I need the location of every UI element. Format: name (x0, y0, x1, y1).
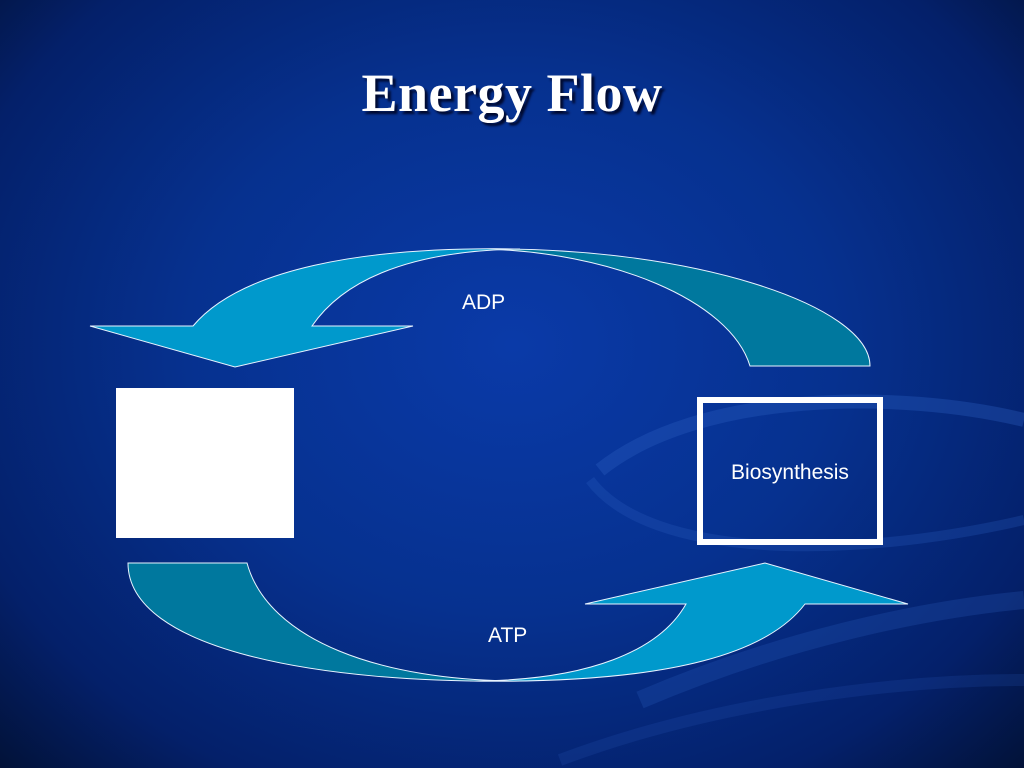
bottom-arrow-dark-tail (127, 562, 521, 682)
top-arrow-dark-tail (479, 248, 871, 367)
adp-label: ADP (462, 291, 506, 314)
top-arrow-head (89, 248, 521, 368)
slide-title: Energy Flow (361, 63, 663, 123)
biosynthesis-box: Biosynthesis (697, 397, 883, 545)
bottom-arrow-head (469, 562, 909, 682)
biosynthesis-label: Biosynthesis (731, 461, 849, 484)
left-box (116, 388, 294, 538)
atp-label: ATP (488, 624, 528, 647)
